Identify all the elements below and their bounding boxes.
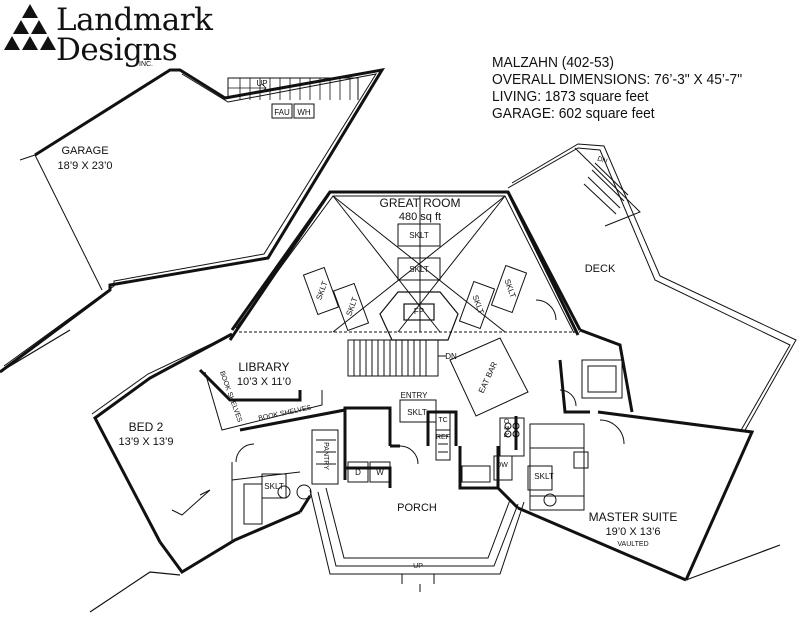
trash-compactor-label: TC bbox=[438, 417, 448, 424]
garage-stair-up-label: UP bbox=[256, 79, 268, 88]
library-size: 10’3 X 11’0 bbox=[236, 376, 292, 388]
skylight-label-entry: SKLT bbox=[407, 408, 427, 417]
dishwasher-label: DW bbox=[496, 462, 508, 469]
master-suite-size: 19’0 X 13’6 bbox=[605, 526, 661, 538]
entry-label: ENTRY bbox=[400, 391, 428, 400]
refrigerator-label: REF bbox=[436, 434, 450, 441]
skylight-label-master-bath: SKLT bbox=[534, 472, 554, 481]
great-room-label: GREAT ROOM bbox=[379, 196, 461, 210]
skylight-label-1: SKLT bbox=[409, 231, 429, 240]
skylight-label-bath2: SKLT bbox=[264, 482, 284, 491]
porch-outline bbox=[309, 487, 525, 592]
master-walls bbox=[496, 328, 755, 582]
garage-size: 18’9 X 23’0 bbox=[57, 160, 113, 172]
master-suite-label: MASTER SUITE bbox=[588, 510, 678, 524]
brand-suffix: INC. bbox=[139, 61, 153, 68]
main-stair-dn-label: DN bbox=[445, 352, 457, 361]
plan-garage-area: GARAGE: 602 square feet bbox=[492, 105, 655, 122]
bed2-label: BED 2 bbox=[128, 420, 164, 434]
logo-triangles bbox=[4, 4, 56, 50]
master-suite-note: VAULTED bbox=[617, 541, 649, 548]
plan-name: MALZAHN (402-53) bbox=[492, 54, 614, 71]
bed2-size: 13’9 X 13’9 bbox=[118, 436, 174, 448]
library-label: LIBRARY bbox=[238, 360, 290, 374]
skylights bbox=[261, 223, 553, 499]
dryer-label: D bbox=[355, 468, 361, 477]
great-room-size: 480 sq ft bbox=[398, 211, 442, 223]
water-heater-label: WH bbox=[297, 108, 311, 117]
garage-label: GARAGE bbox=[61, 145, 109, 157]
site-lines bbox=[0, 329, 781, 613]
great-room-walls bbox=[228, 190, 582, 341]
fireplace bbox=[379, 291, 459, 341]
porch-step-up-label: UP bbox=[413, 563, 423, 570]
washer-label: W bbox=[376, 468, 384, 477]
brand-name-line2: Designs bbox=[56, 32, 178, 68]
garage-stair bbox=[228, 78, 351, 100]
garage-walls bbox=[0, 67, 386, 374]
left-wing-inner bbox=[91, 335, 339, 542]
plan-living-area: LIVING: 1873 square feet bbox=[492, 88, 649, 105]
pantry-label: PANTRY bbox=[322, 442, 329, 470]
furnace-label: FAU bbox=[274, 108, 290, 117]
brand-name-line1: Landmark bbox=[56, 2, 213, 38]
porch-label: PORCH bbox=[397, 502, 437, 514]
fireplace-label: FP bbox=[413, 307, 425, 316]
deck-outline bbox=[507, 143, 797, 433]
great-room-inner bbox=[234, 195, 580, 334]
master-inner bbox=[277, 359, 625, 511]
main-stair bbox=[347, 339, 446, 377]
left-wing-walls bbox=[93, 332, 347, 574]
skylight-label-2: SKLT bbox=[409, 265, 429, 274]
plan-dimensions: OVERALL DIMENSIONS: 76’-3" X 45’-7" bbox=[492, 71, 743, 88]
range-oven-label: R & O bbox=[504, 418, 511, 438]
deck-label: DECK bbox=[584, 263, 616, 275]
center-inner bbox=[347, 299, 577, 483]
